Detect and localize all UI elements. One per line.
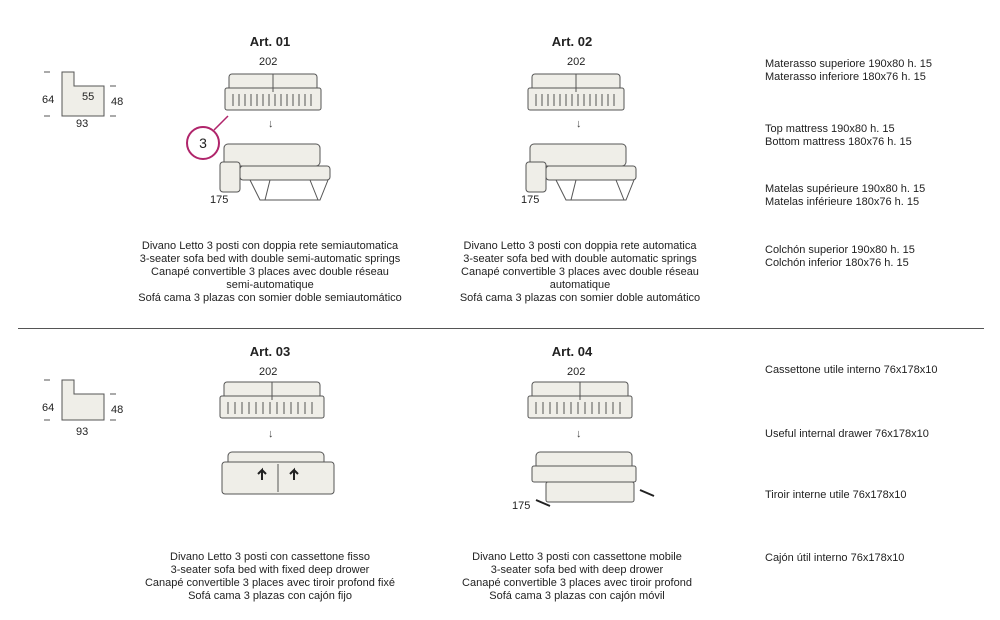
side-view-drawing bbox=[44, 71, 116, 117]
sofa-open-drawing bbox=[531, 451, 655, 507]
article-open-length: 175 bbox=[521, 194, 540, 206]
article-width: 202 bbox=[259, 366, 278, 378]
article-title: Art. 04 bbox=[551, 344, 593, 359]
transform-arrow: ↓ bbox=[268, 118, 274, 130]
callout-badge: 3 bbox=[186, 126, 220, 160]
spec-en: Top mattress 190x80 h. 15 Bottom mattres… bbox=[765, 123, 912, 148]
spec-fr: Matelas supérieure 190x80 h. 15 Matelas … bbox=[765, 183, 926, 208]
side-depth: 93 bbox=[76, 118, 89, 130]
spec-es: Colchón superior 190x80 h. 15 Colchón in… bbox=[765, 244, 915, 269]
article-title: Art. 03 bbox=[249, 344, 291, 359]
sofa-closed-drawing bbox=[527, 381, 633, 419]
sofa-open-drawing bbox=[221, 451, 335, 495]
transform-arrow: ↓ bbox=[576, 428, 582, 440]
transform-arrow: ↓ bbox=[268, 428, 274, 440]
side-height-seat: 48 bbox=[111, 404, 124, 416]
sofa-open-drawing bbox=[219, 143, 331, 201]
spec-it: Materasso superiore 190x80 h. 15 Materas… bbox=[765, 58, 932, 83]
spec-fr: Tiroir interne utile 76x178x10 bbox=[765, 489, 907, 501]
article-width: 202 bbox=[567, 366, 586, 378]
sofa-closed-drawing bbox=[219, 381, 325, 419]
article-description: Divano Letto 3 posti con cassettone mobi… bbox=[462, 551, 692, 602]
side-seat-depth: 55 bbox=[82, 91, 95, 103]
side-view-drawing bbox=[44, 379, 116, 421]
sofa-closed-drawing bbox=[527, 73, 625, 111]
side-depth: 93 bbox=[76, 426, 89, 438]
article-description: Divano Letto 3 posti con doppia rete aut… bbox=[459, 240, 701, 304]
sofa-open-drawing bbox=[525, 143, 637, 201]
article-open-length: 175 bbox=[512, 500, 531, 512]
side-height-back: 64 bbox=[42, 402, 55, 414]
article-title: Art. 02 bbox=[551, 34, 593, 49]
article-width: 202 bbox=[567, 56, 586, 68]
callout-line bbox=[213, 115, 229, 131]
article-description: Divano Letto 3 posti con doppia rete sem… bbox=[138, 240, 402, 304]
article-description: Divano Letto 3 posti con cassettone fiss… bbox=[144, 551, 396, 602]
spec-en: Useful internal drawer 76x178x10 bbox=[765, 428, 929, 440]
article-width: 202 bbox=[259, 56, 278, 68]
spec-es: Cajón útil interno 76x178x10 bbox=[765, 552, 905, 564]
article-open-length: 175 bbox=[210, 194, 229, 206]
transform-arrow: ↓ bbox=[576, 118, 582, 130]
section-divider bbox=[18, 328, 984, 329]
sofa-closed-drawing bbox=[224, 73, 322, 111]
spec-it: Cassettone utile interno 76x178x10 bbox=[765, 364, 938, 376]
side-height-back: 64 bbox=[42, 94, 55, 106]
article-title: Art. 01 bbox=[249, 34, 291, 49]
side-height-seat: 48 bbox=[111, 96, 124, 108]
